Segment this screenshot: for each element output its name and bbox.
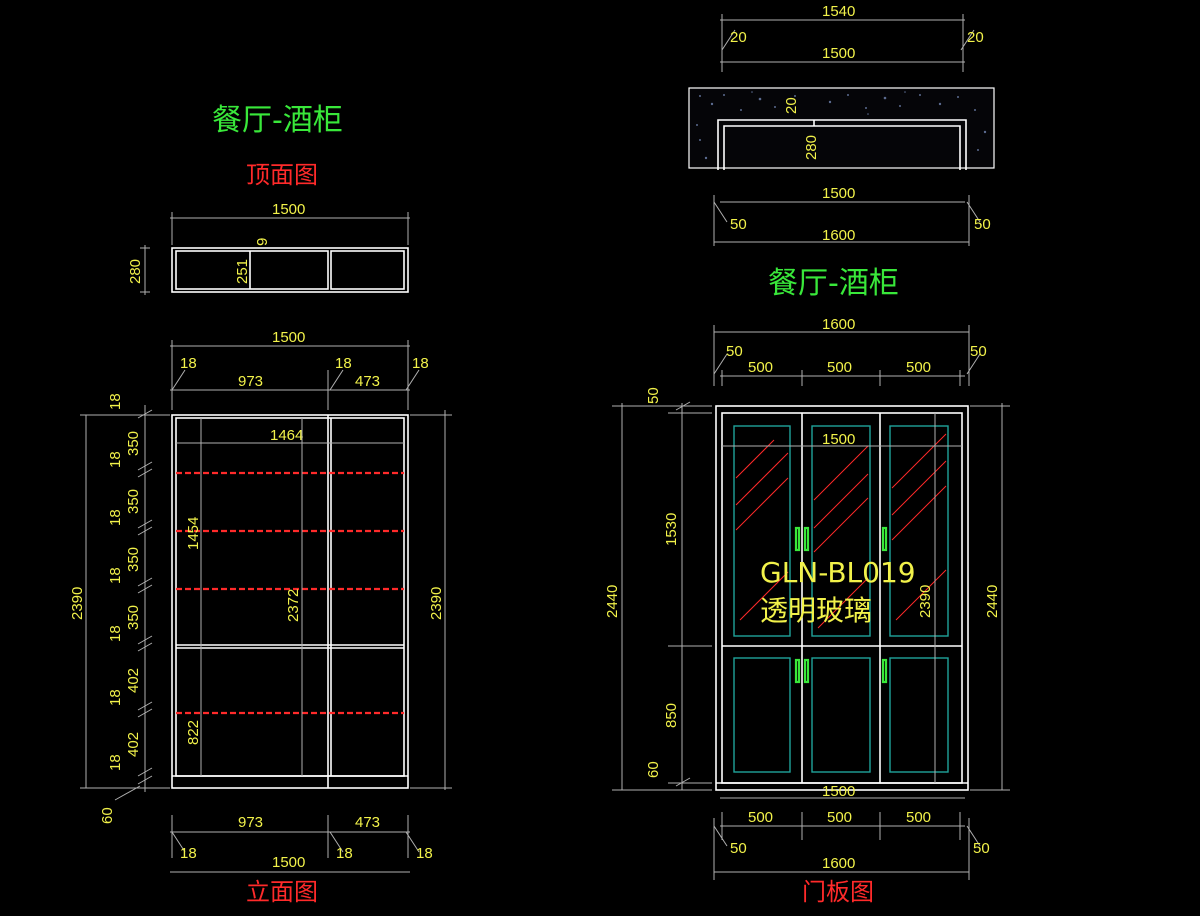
door-panel-top-3: 500	[906, 359, 931, 376]
right-main-title: 餐厅-酒柜	[768, 266, 899, 301]
elev-total-left: 2390	[69, 587, 86, 620]
stack-8: 18	[107, 625, 124, 642]
stone-speckle	[696, 91, 987, 160]
left-stack-ticks	[137, 409, 153, 785]
elev-bottom-col-left: 973	[238, 814, 263, 831]
rt-lower-left: 50	[730, 216, 747, 233]
door-panel-top-1: 500	[748, 359, 773, 376]
stack-12: 18	[107, 754, 124, 771]
rt-overall: 1540	[822, 3, 855, 20]
door-note-glass: 透明玻璃	[760, 594, 872, 627]
door-panel-bottom-2: 500	[827, 809, 852, 826]
glass-hatch	[735, 433, 947, 629]
door-inner-height: 2390	[917, 585, 934, 618]
elev-total-right: 2390	[428, 587, 445, 620]
elev-width-top: 1500	[272, 329, 305, 346]
right-top-plan: 1540 20 20 1500 20 280 1500 50 50	[688, 3, 995, 246]
top-view-thickness: 9	[254, 238, 271, 246]
door-panel-bottom-1: 500	[748, 809, 773, 826]
rt-side-left: 20	[730, 29, 747, 46]
elevation-view: 1500 18 18 18 973 473 1464 1454 2372 822	[69, 329, 452, 873]
left-top-view-title: 顶面图	[246, 161, 318, 189]
elev-base: 60	[99, 807, 116, 824]
top-view-depth: 280	[127, 259, 144, 284]
rt-lower-right: 50	[974, 216, 991, 233]
door-bottom-overall: 1600	[822, 855, 855, 872]
top-view-width: 1500	[272, 201, 305, 218]
stack-5: 350	[125, 547, 142, 572]
stack-9: 402	[125, 668, 142, 693]
door-bottom-left: 50	[730, 840, 747, 857]
elev-bottom-width: 1500	[272, 854, 305, 871]
top-view-inner-depth: 251	[234, 259, 251, 284]
left-elevation-title: 立面图	[246, 878, 318, 906]
rt-thick: 20	[783, 97, 800, 114]
door-width-top: 1600	[822, 316, 855, 333]
rt-side-right: 20	[967, 29, 984, 46]
door-upper-height: 1530	[663, 513, 680, 546]
stack-2: 18	[107, 451, 124, 468]
door-view: 1600 50 50 500 500 500	[604, 316, 1010, 880]
rt-lower-overall: 1600	[822, 227, 855, 244]
elev-lower-height: 822	[185, 720, 202, 745]
stack-0: 18	[107, 393, 124, 410]
elev-bottom-col-right: 473	[355, 814, 380, 831]
elev-side-right: 18	[412, 355, 429, 372]
door-total-right: 2440	[984, 585, 1001, 618]
elev-inner-width: 1464	[270, 427, 303, 444]
door-lower-height: 850	[663, 703, 680, 728]
door-side-right: 50	[970, 343, 987, 360]
rt-depth: 280	[803, 135, 820, 160]
stack-6: 18	[107, 567, 124, 584]
elev-inner-height-left: 1454	[185, 517, 202, 550]
top-view: 1500 280 251 9	[127, 201, 410, 295]
door-bottom-right: 50	[973, 840, 990, 857]
left-main-title: 餐厅-酒柜	[212, 103, 343, 138]
rt-inner: 1500	[822, 45, 855, 62]
stone-slab	[688, 87, 995, 169]
stack-4: 18	[107, 509, 124, 526]
stack-11: 402	[125, 732, 142, 757]
door-inner-width: 1500	[822, 431, 855, 448]
rt-lower-inner: 1500	[822, 185, 855, 202]
door-bottom-inner: 1500	[822, 783, 855, 800]
door-top-gap: 50	[645, 387, 662, 404]
elev-mid: 18	[335, 355, 352, 372]
door-panel-bottom-3: 500	[906, 809, 931, 826]
elev-col-right: 473	[355, 373, 380, 390]
door-side-left: 50	[726, 343, 743, 360]
stack-1: 350	[125, 431, 142, 456]
door-base: 60	[645, 761, 662, 778]
door-handles	[794, 526, 888, 684]
elev-inner-height-mid: 2372	[285, 589, 302, 622]
door-note-code: GLN-BL019	[760, 556, 916, 589]
door-panel-top-2: 500	[827, 359, 852, 376]
elev-bottom-side-right: 18	[416, 845, 433, 862]
stack-7: 350	[125, 605, 142, 630]
elev-bottom-side-left: 18	[180, 845, 197, 862]
elev-col-left: 973	[238, 373, 263, 390]
elev-bottom-mid: 18	[336, 845, 353, 862]
door-total-left: 2440	[604, 585, 621, 618]
stack-3: 350	[125, 489, 142, 514]
elev-side-left: 18	[180, 355, 197, 372]
stack-10: 18	[107, 689, 124, 706]
right-door-title: 门板图	[802, 878, 874, 906]
